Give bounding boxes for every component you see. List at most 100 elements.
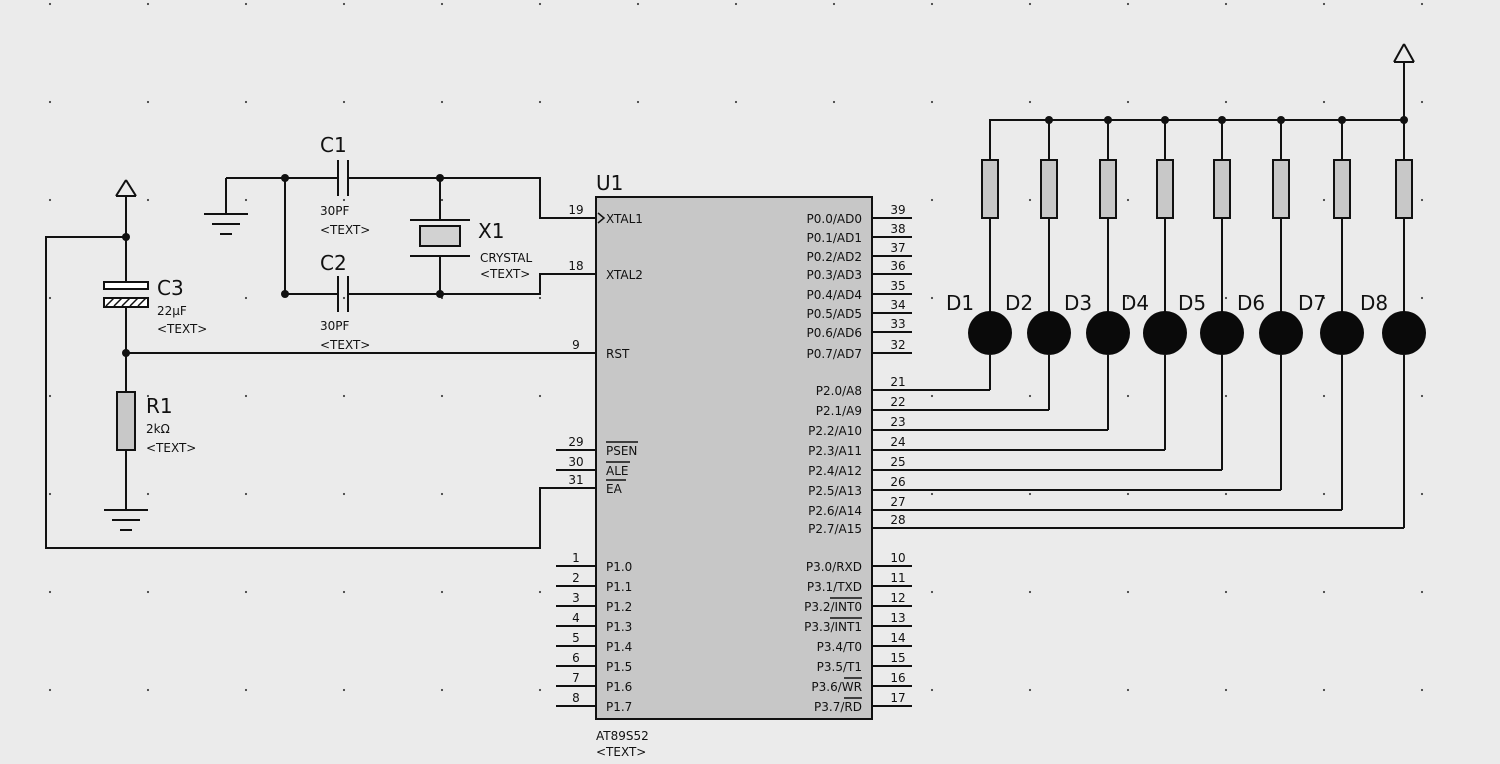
- grid-dot: [48, 688, 52, 692]
- ea-wire: [45, 236, 596, 549]
- led-resistor: [1213, 159, 1231, 219]
- pin-number: 39: [890, 203, 905, 217]
- x1-crystal: [419, 225, 461, 247]
- grid-dot: [342, 590, 346, 594]
- grid-dot: [440, 198, 444, 202]
- grid-dot: [930, 198, 934, 202]
- pin-name: P2.5/A13: [808, 484, 862, 498]
- pin-number: 3: [572, 591, 580, 605]
- grid-dot: [930, 2, 934, 6]
- r1-value: 2kΩ: [146, 422, 170, 436]
- led-resistor: [1099, 159, 1117, 219]
- grid-dot: [48, 2, 52, 6]
- pin-number: 2: [572, 571, 580, 585]
- pin-name: P3.1/TXD: [807, 580, 862, 594]
- pin-number: 22: [890, 395, 905, 409]
- pin-number: 38: [890, 222, 905, 236]
- u1-text: <TEXT>: [596, 745, 646, 759]
- pin-name: P1.6: [606, 680, 632, 694]
- pin-name: P0.5/AD5: [807, 307, 862, 321]
- grid-dot: [930, 492, 934, 496]
- led-ref: D8: [1360, 291, 1388, 315]
- pin-name: P0.6/AD6: [807, 326, 862, 340]
- pin-number: 36: [890, 259, 905, 273]
- led-diode: [1320, 311, 1364, 355]
- pin-name: P2.4/A12: [808, 464, 862, 478]
- grid-dot: [48, 198, 52, 202]
- pin-name: RST: [606, 347, 630, 361]
- led-ref: D3: [1064, 291, 1092, 315]
- grid-dot: [440, 2, 444, 6]
- pin-name: P2.3/A11: [808, 444, 862, 458]
- grid-dot: [538, 100, 542, 104]
- pin-name: P1.4: [606, 640, 632, 654]
- led-resistor: [1395, 159, 1413, 219]
- pin-number: 16: [890, 671, 905, 685]
- grid-dot: [342, 100, 346, 104]
- grid-dot: [1420, 492, 1424, 496]
- grid-dot: [1126, 394, 1130, 398]
- pin-number: 21: [890, 375, 905, 389]
- pin-number: 17: [890, 691, 905, 705]
- grid-dot: [1126, 492, 1130, 496]
- grid-dot: [440, 394, 444, 398]
- u1-ref: U1: [596, 171, 623, 195]
- r1-text: <TEXT>: [146, 441, 196, 455]
- grid-dot: [48, 492, 52, 496]
- pin-number: 31: [568, 473, 583, 487]
- grid-dot: [636, 2, 640, 6]
- c1-value: 30PF: [320, 204, 350, 218]
- grid-dot: [1126, 296, 1130, 300]
- c3-text: <TEXT>: [157, 322, 207, 336]
- junction-dot: [436, 174, 444, 182]
- pin-number: 8: [572, 691, 580, 705]
- grid-dot: [1224, 394, 1228, 398]
- grid-dot: [1028, 492, 1032, 496]
- grid-dot: [1322, 590, 1326, 594]
- grid-dot: [342, 394, 346, 398]
- grid-dot: [1126, 590, 1130, 594]
- pin-number: 4: [572, 611, 580, 625]
- pin-number: 28: [890, 513, 905, 527]
- grid-dot: [440, 590, 444, 594]
- led-ref: D6: [1237, 291, 1265, 315]
- c1-text: <TEXT>: [320, 223, 370, 237]
- grid-dot: [244, 296, 248, 300]
- junction-dot: [281, 174, 289, 182]
- junction-dot: [122, 349, 130, 357]
- grid-dot: [342, 296, 346, 300]
- u1-part: AT89S52: [596, 729, 649, 743]
- u1-chip-body: [595, 196, 873, 720]
- led-ref: D1: [946, 291, 974, 315]
- grid-dot: [1322, 296, 1326, 300]
- led-resistor: [1156, 159, 1174, 219]
- grid-dot: [440, 492, 444, 496]
- grid-dot: [636, 100, 640, 104]
- pin-name: P0.7/AD7: [807, 347, 862, 361]
- pin-number: 26: [890, 475, 905, 489]
- grid-dot: [244, 688, 248, 692]
- pin-name: P0.1/AD1: [807, 231, 862, 245]
- x1-text: <TEXT>: [480, 267, 530, 281]
- u1-right-pins: 39P0.0/AD038P0.1/AD137P0.2/AD236P0.3/AD3…: [804, 203, 912, 714]
- grid-dot: [1126, 688, 1130, 692]
- pin-name: P2.6/A14: [808, 504, 862, 518]
- c3-plate-top: [103, 281, 149, 290]
- c3-value: 22μF: [157, 304, 187, 318]
- pin-name: PSEN: [606, 444, 637, 458]
- pin-name: P2.1/A9: [816, 404, 862, 418]
- led-diode: [1143, 311, 1187, 355]
- pin-number: 30: [568, 455, 583, 469]
- grid-dot: [146, 100, 150, 104]
- grid-dot: [48, 296, 52, 300]
- pin-name: P0.4/AD4: [807, 288, 862, 302]
- pin-number: 19: [568, 203, 583, 217]
- grid-dot: [1028, 394, 1032, 398]
- grid-dot: [1224, 590, 1228, 594]
- pin-number: 34: [890, 298, 905, 312]
- grid-dot: [930, 590, 934, 594]
- c2-text: <TEXT>: [320, 338, 370, 352]
- pin-name: P0.3/AD3: [807, 268, 862, 282]
- grid-dot: [244, 492, 248, 496]
